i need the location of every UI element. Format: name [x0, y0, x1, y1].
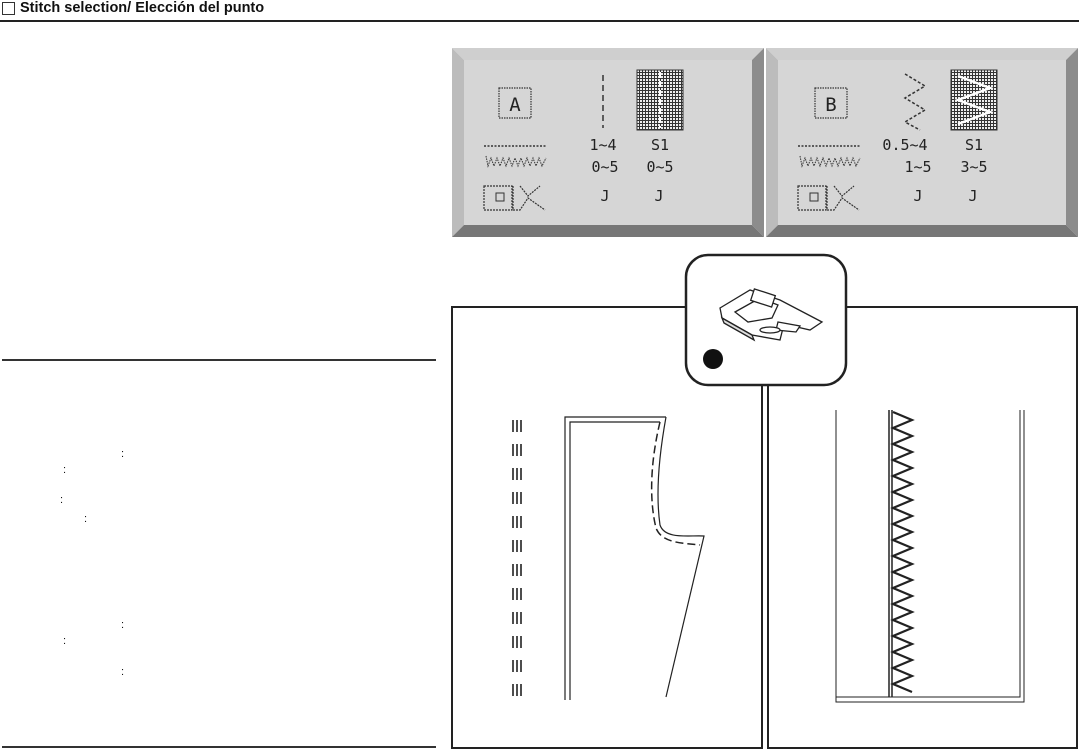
section-divider-bottom: [2, 746, 436, 748]
panel-b-tension: 3~5: [960, 158, 987, 176]
panel-a-foot-2: J: [654, 187, 663, 205]
panel-a-width: 1~4: [589, 136, 616, 154]
panel-b-foot-2: J: [968, 187, 977, 205]
panel-b-foot-1: J: [913, 187, 922, 205]
colon-mark: :: [63, 464, 67, 476]
presser-foot-badge: [684, 253, 848, 387]
colon-mark: :: [121, 619, 125, 631]
panel-a-foot-1: J: [600, 187, 609, 205]
panel-a-letter: A: [509, 94, 521, 116]
panel-b-width: 0.5~4: [882, 136, 927, 154]
colon-mark: :: [121, 448, 125, 460]
colon-mark: :: [63, 635, 67, 647]
panel-b-length: 1~5: [904, 158, 931, 176]
section-divider-top: [2, 359, 436, 361]
panel-b-letter: B: [825, 94, 836, 116]
panel-a-length: 0~5: [591, 158, 618, 176]
lcd-panel-b: B 0.5~4 S1 1~5 3~5 J J: [766, 48, 1078, 237]
presser-foot-icon: [719, 288, 824, 342]
panel-a-stitch: S1: [651, 136, 669, 154]
header-checkbox-icon: [2, 2, 15, 15]
panel-b-stitch: S1: [965, 136, 983, 154]
panel-a-tension: 0~5: [646, 158, 673, 176]
page-title: Stitch selection/ Elección del punto: [20, 0, 265, 16]
lcd-panel-a: A 1~4 S1 0~5 0~5 J J: [452, 48, 764, 237]
header-divider: [0, 20, 1079, 22]
foot-indicator-dot: [703, 349, 723, 369]
colon-mark: :: [60, 494, 64, 506]
colon-mark: :: [121, 666, 125, 678]
colon-mark: :: [84, 513, 88, 525]
